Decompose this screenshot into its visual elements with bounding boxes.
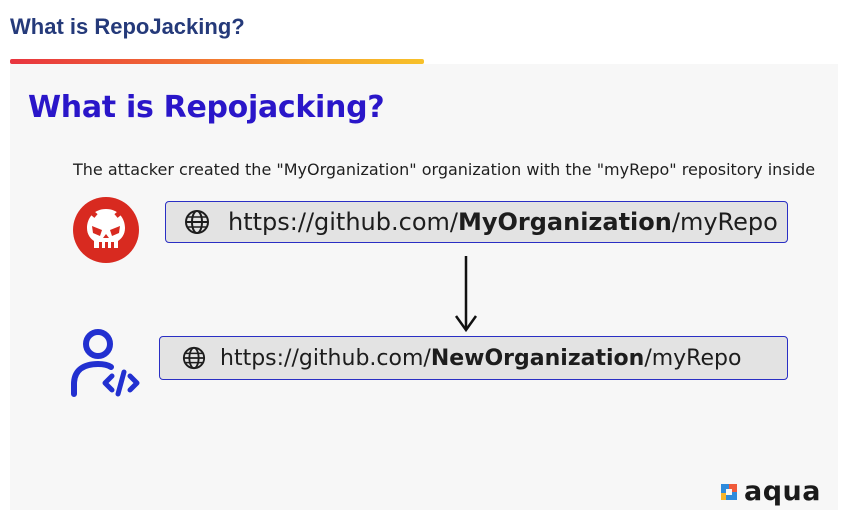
url-organization: NewOrganization bbox=[430, 345, 645, 371]
globe-icon bbox=[182, 346, 206, 370]
header-divider bbox=[10, 59, 424, 64]
aqua-logo: aqua bbox=[718, 478, 821, 505]
slide-caption: The attacker created the "MyOrganization… bbox=[73, 160, 816, 179]
arrow-down-icon bbox=[454, 256, 478, 333]
hijacked-repo-url: https://github.com/NewOrganization/myRep… bbox=[159, 336, 788, 380]
page-title: What is RepoJacking? bbox=[10, 14, 245, 39]
original-repo-url: https://github.com/MyOrganization/myRepo bbox=[165, 201, 788, 243]
url-prefix: https://github.com/ bbox=[228, 208, 458, 236]
url-organization: MyOrganization bbox=[457, 208, 672, 236]
aqua-logo-mark bbox=[721, 483, 737, 500]
skull-icon bbox=[73, 197, 139, 263]
brand-name: aqua bbox=[744, 476, 821, 507]
globe-icon bbox=[185, 210, 209, 234]
slide-title: What is Repojacking? bbox=[28, 90, 385, 125]
developer-code-icon bbox=[71, 329, 140, 397]
url-suffix: /myRepo bbox=[671, 208, 778, 236]
url-prefix: https://github.com/ bbox=[220, 345, 431, 371]
slide: What is Repojacking? The attacker create… bbox=[10, 64, 838, 510]
url-suffix: /myRepo bbox=[644, 345, 742, 371]
